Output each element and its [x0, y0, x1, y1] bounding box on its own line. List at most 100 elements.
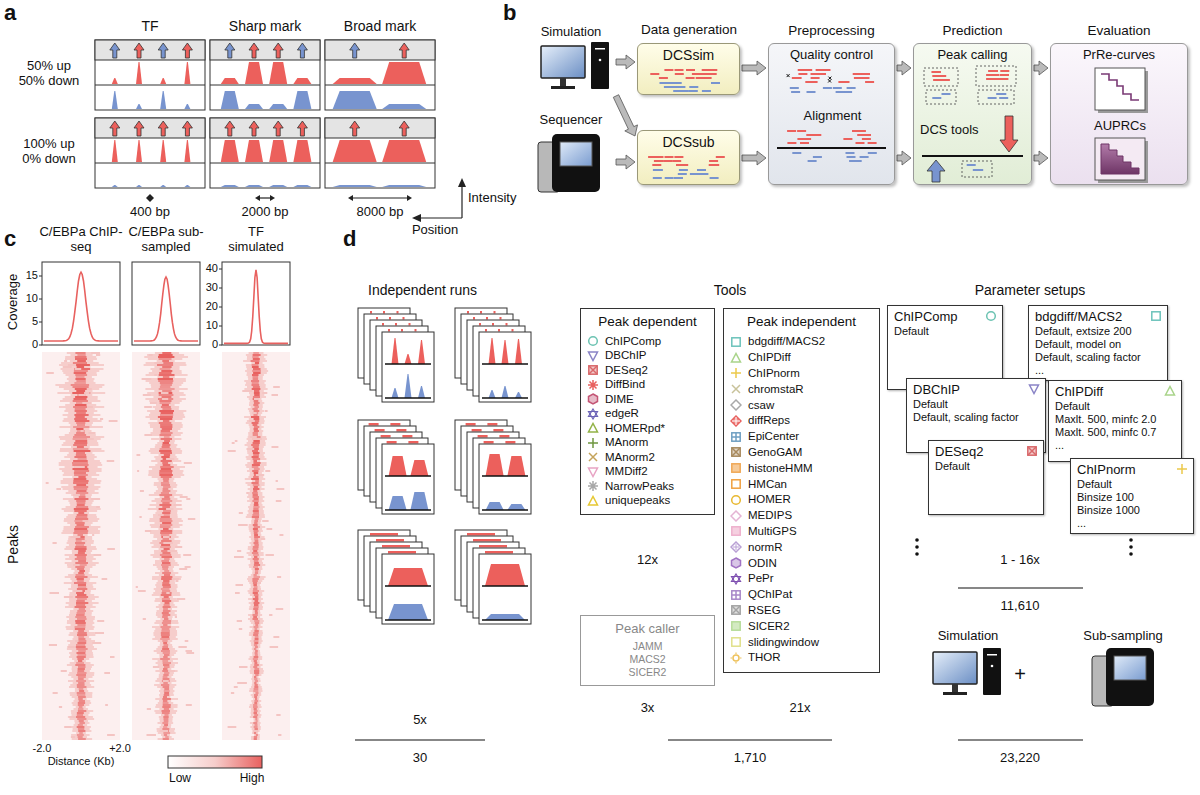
- read: [664, 86, 673, 88]
- heat-core: [254, 392, 260, 394]
- direction-arrow: [249, 43, 259, 58]
- heat-streak: [107, 734, 115, 736]
- heat-core: [74, 414, 88, 416]
- heat-halo: [251, 700, 261, 702]
- sequencer-screen: [560, 142, 592, 166]
- read: [833, 87, 842, 89]
- heat-halo: [146, 394, 185, 396]
- heat-core: [78, 678, 84, 680]
- heat-streak: [276, 500, 282, 502]
- heat-core: [77, 430, 85, 432]
- heat-core: [254, 562, 259, 564]
- read: [997, 93, 1006, 95]
- heat-streak: [53, 542, 57, 544]
- heat-halo: [70, 692, 93, 694]
- heat-halo: [67, 648, 97, 650]
- symbol-stroke: [732, 496, 741, 505]
- heat-core: [75, 616, 86, 618]
- peak-tip: [383, 311, 385, 314]
- heat-halo: [144, 356, 188, 358]
- heat-halo: [161, 724, 171, 726]
- heat-core: [74, 508, 89, 510]
- heat-halo: [247, 552, 264, 554]
- heat-halo: [149, 494, 183, 496]
- heat-halo: [60, 426, 103, 428]
- list-row: DIME: [587, 392, 708, 407]
- tick: [219, 307, 222, 308]
- heat-streak: [228, 450, 236, 452]
- heat-core: [164, 718, 169, 720]
- list-item: QChIPat: [748, 588, 792, 601]
- heat-halo: [63, 478, 97, 480]
- heat-halo: [151, 384, 182, 386]
- card-title: DESeq2: [935, 444, 1037, 460]
- peak-tip: [369, 423, 379, 426]
- heat-halo: [69, 452, 93, 454]
- heat-core: [78, 650, 86, 652]
- symbol-stroke: [1030, 385, 1039, 394]
- heat-halo: [63, 372, 96, 374]
- heat-halo: [72, 670, 90, 672]
- heat-halo: [248, 576, 266, 578]
- read: [700, 73, 709, 75]
- heat-core: [255, 650, 258, 652]
- heat-core: [253, 706, 258, 708]
- heat-halo: [248, 546, 264, 548]
- heat-halo: [244, 416, 266, 418]
- profile-box: [42, 262, 120, 345]
- read: [802, 138, 811, 140]
- heat-halo: [155, 680, 176, 682]
- heat-core: [78, 630, 84, 632]
- heat-core: [77, 610, 86, 612]
- heat-core: [76, 646, 86, 648]
- baseline: [482, 363, 528, 365]
- heat-core: [158, 378, 173, 380]
- baseline: [482, 509, 528, 511]
- heat-halo: [145, 398, 186, 400]
- heat-halo: [152, 626, 179, 628]
- heat-core: [72, 464, 88, 466]
- heat-halo: [67, 620, 93, 622]
- peak-shape: [293, 140, 311, 162]
- read: [799, 69, 808, 71]
- peak-shape: [333, 91, 377, 109]
- heat-halo: [158, 732, 176, 734]
- heat-halo: [73, 682, 90, 684]
- heat-core: [254, 530, 259, 532]
- heat-core: [79, 688, 84, 690]
- heat-core: [253, 632, 258, 634]
- heat-halo: [160, 696, 171, 698]
- peak-tip: [382, 545, 410, 548]
- heat-halo: [64, 510, 97, 512]
- heat-core: [162, 680, 170, 682]
- heat-halo: [160, 688, 173, 690]
- heat-halo: [247, 450, 263, 452]
- heat-halo: [66, 408, 95, 410]
- symbol-stroke: [731, 416, 741, 426]
- heat-streak: [277, 576, 281, 578]
- monitor-stand: [560, 78, 566, 86]
- heat-core: [162, 404, 169, 406]
- heat-halo: [250, 620, 264, 622]
- heat-core: [252, 374, 259, 376]
- symbol-stroke: [589, 366, 597, 374]
- heat-core: [254, 662, 257, 664]
- heat-core: [163, 488, 169, 490]
- read: [841, 81, 850, 83]
- symbol-holder: [730, 652, 742, 664]
- symbol-stroke: [588, 438, 598, 448]
- peak-tip: [376, 539, 404, 542]
- heat-halo: [250, 664, 262, 666]
- monitor: [933, 652, 977, 684]
- baseline: [482, 585, 528, 587]
- heat-core: [254, 472, 259, 474]
- heat-halo: [251, 538, 262, 540]
- heat-halo: [250, 588, 262, 590]
- heat-halo: [69, 544, 91, 546]
- heat-halo: [64, 410, 97, 412]
- heat-halo: [248, 436, 267, 438]
- symbol-stroke: [589, 453, 597, 461]
- heat-halo: [247, 452, 265, 454]
- card-title: bdgdiff/MACS2: [1035, 309, 1161, 325]
- heat-halo: [252, 652, 260, 654]
